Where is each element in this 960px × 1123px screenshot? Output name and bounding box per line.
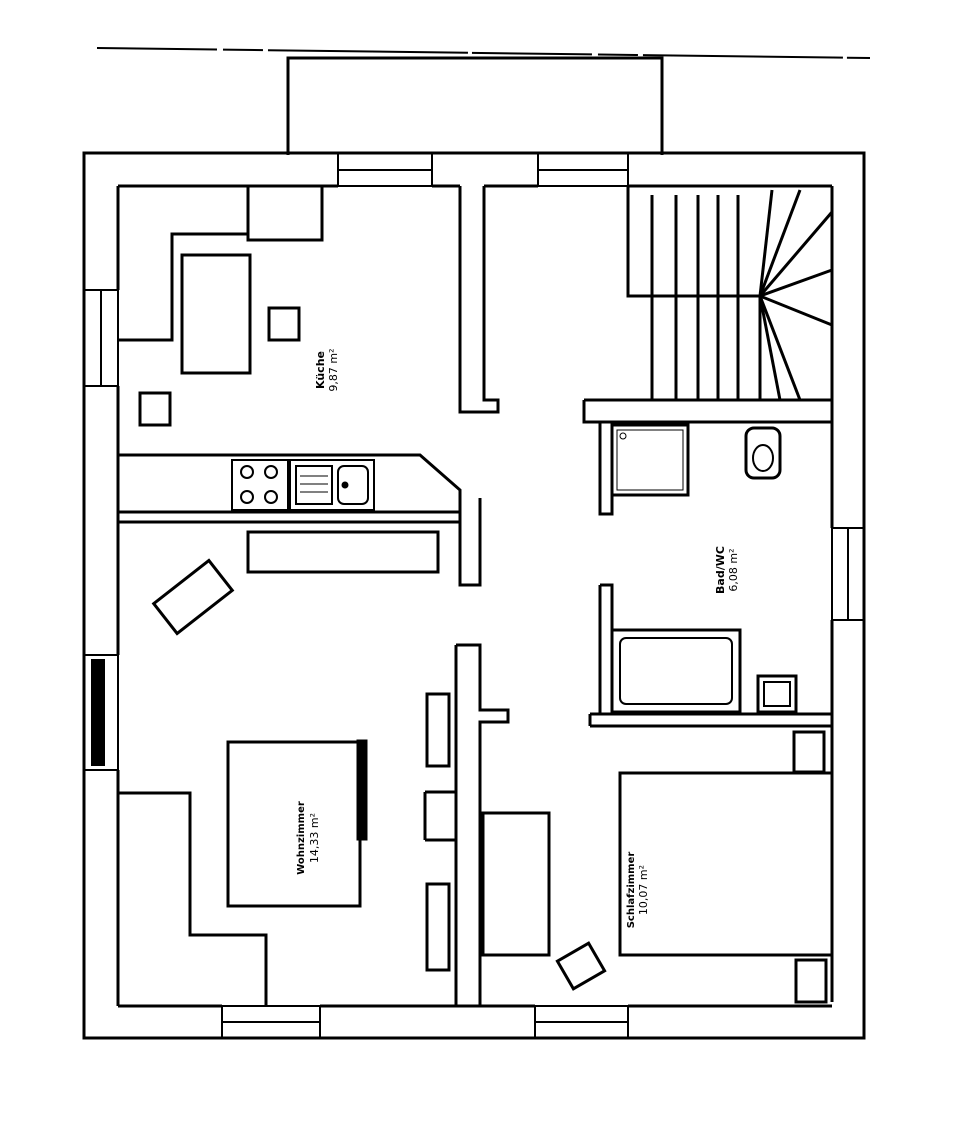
- living-room-area: 14,33 m²: [308, 813, 321, 863]
- kitchen-name: Küche: [314, 351, 327, 389]
- bathroom-fixtures: [610, 423, 798, 714]
- bedroom-label: Schlafzimmer 10,07 m²: [626, 852, 650, 929]
- bedroom-name: Schlafzimmer: [626, 852, 637, 929]
- bathroom-name: Bad/WC: [714, 546, 727, 594]
- bedroom-furniture: [481, 730, 834, 1004]
- windows: [83, 152, 865, 1039]
- living-room-label: Wohnzimmer 14,33 m²: [296, 801, 321, 875]
- living-room-furniture: [118, 530, 451, 1006]
- interior-walls: [118, 186, 832, 1008]
- kitchen-area: 9,87 m²: [327, 348, 340, 391]
- kitchen-label: Küche 9,87 m²: [314, 348, 340, 391]
- bedroom-area: 10,07 m²: [637, 865, 650, 915]
- balcony: [96, 47, 871, 155]
- staircase: [626, 186, 834, 401]
- kitchen-fixtures: [118, 186, 462, 512]
- exterior-wall: [82, 151, 866, 1040]
- living-room-name: Wohnzimmer: [296, 801, 307, 875]
- bathroom-label: Bad/WC 6,08 m²: [714, 546, 740, 594]
- bathroom-area: 6,08 m²: [727, 548, 740, 591]
